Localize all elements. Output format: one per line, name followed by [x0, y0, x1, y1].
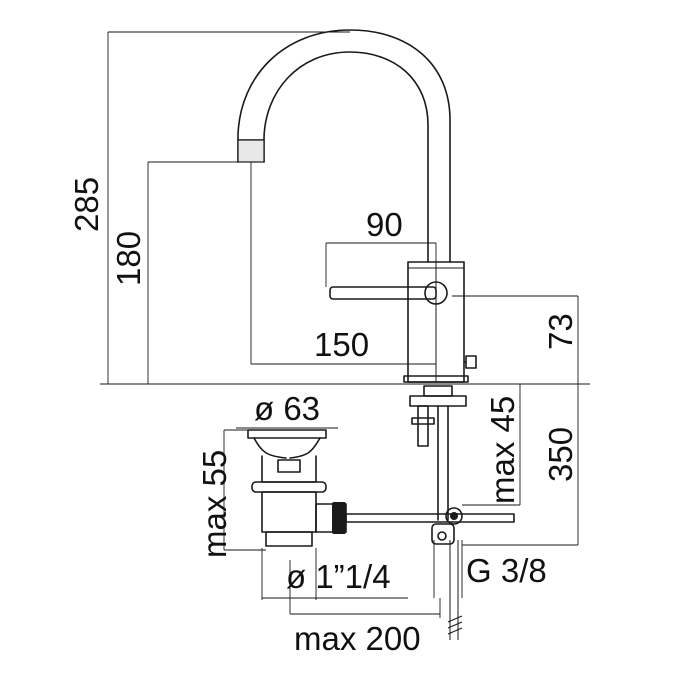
- supply-thread-label: G 3/8: [466, 552, 547, 589]
- total-height-label: 285: [68, 177, 105, 232]
- lever-handle: [329, 286, 437, 300]
- spout-height-label: 180: [110, 231, 147, 286]
- hose-length-label: 350: [542, 427, 579, 482]
- rod-connector: [332, 502, 346, 534]
- dimension-lines: [107, 31, 579, 618]
- max-thickness-label: max 45: [484, 396, 521, 504]
- aerator: [237, 139, 265, 163]
- rod-length-label: max 200: [294, 620, 421, 657]
- pull-rod: [345, 513, 515, 523]
- waste-diameter-label: ø 63: [254, 390, 320, 427]
- body-height-label: 73: [542, 313, 579, 350]
- lever-offset-label: 90: [366, 206, 403, 243]
- popup-waste: [247, 429, 515, 547]
- mounting-assembly: [409, 385, 467, 640]
- popup-knob: [465, 355, 477, 369]
- spout-reach-label: 150: [314, 326, 369, 363]
- waste-thread-label: ø 1”1/4: [286, 558, 391, 595]
- lever-pivot: [424, 281, 448, 305]
- waste-height-label: max 55: [196, 450, 233, 558]
- faucet-spout: [237, 29, 451, 263]
